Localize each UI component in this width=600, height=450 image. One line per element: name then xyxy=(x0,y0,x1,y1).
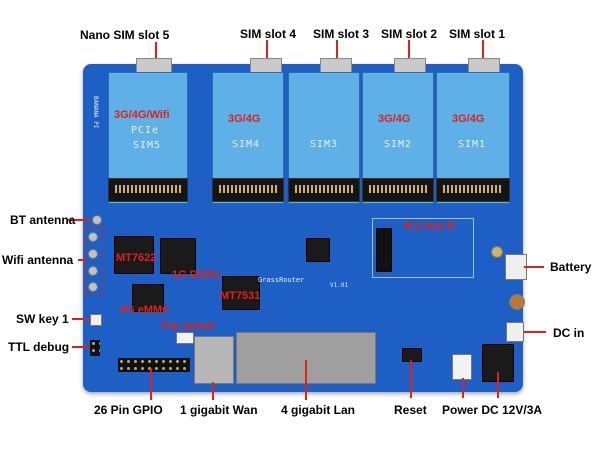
label-dc-in: DC in xyxy=(553,326,585,340)
pointer-sim1 xyxy=(482,40,484,58)
card3-sim-text: SIM3 xyxy=(310,139,339,150)
card4-sim-text: SIM4 xyxy=(232,139,261,150)
mt7622-label: MT7622 xyxy=(116,252,157,264)
label-sim3: SIM slot 3 xyxy=(313,27,370,41)
card1-sim-text: SIM1 xyxy=(458,139,487,150)
pointer-sim4 xyxy=(266,40,268,58)
wan-port xyxy=(194,336,234,384)
pointer-power xyxy=(462,378,464,398)
pcie-slot-3 xyxy=(288,178,360,202)
ddr3-label: 1G DDR3 xyxy=(172,269,220,281)
label-sim4: SIM slot 4 xyxy=(240,27,297,41)
label-ttl-debug: TTL debug xyxy=(8,340,70,354)
label-sim2: SIM slot 2 xyxy=(381,27,438,41)
ttl-debug-header xyxy=(90,340,100,356)
brand-text: GrassRouter xyxy=(258,276,305,284)
card5-red-text: 3G/4G/Wifi xyxy=(114,109,170,121)
pointer-battery xyxy=(524,266,544,268)
pointer-dc xyxy=(497,372,499,398)
emmc-label: 8G eMMC xyxy=(120,304,171,316)
pointer-sw xyxy=(72,318,90,320)
fan-connector xyxy=(176,332,194,344)
misc-chip xyxy=(306,238,330,262)
pointer-reset xyxy=(410,360,412,398)
power-switch xyxy=(452,354,472,380)
pointer-sim3 xyxy=(336,40,338,58)
label-power: Power DC 12V/3A xyxy=(442,403,543,417)
pointer-sim2 xyxy=(408,40,410,58)
wifi-antenna-2 xyxy=(88,249,98,259)
card1-red-text: 3G/4G xyxy=(452,113,485,125)
pointer-dcin xyxy=(524,331,546,333)
bt-antenna-connector xyxy=(92,215,102,225)
label-sim1: SIM slot 1 xyxy=(449,27,506,41)
pointer-wan xyxy=(212,382,214,400)
pointer-lan xyxy=(305,360,307,400)
card5-sim-text: SIM5 xyxy=(133,140,162,151)
m2-connector xyxy=(376,228,392,272)
m2-screw xyxy=(491,246,503,258)
dc-jack xyxy=(482,344,514,382)
wifi-antenna-4 xyxy=(88,282,98,292)
label-bt-antenna: BT antenna xyxy=(10,213,76,227)
mt7531-label: MT7531 xyxy=(220,290,261,302)
mt7531-chip xyxy=(222,276,260,310)
label-sw-key: SW key 1 xyxy=(16,312,69,326)
fan-power-label: Fan power xyxy=(161,320,217,332)
wifi-antenna-3 xyxy=(88,266,98,276)
wifi-antenna-bracket xyxy=(84,226,104,296)
label-wifi-antenna: Wifi antenna xyxy=(2,253,74,267)
pointer-gpio xyxy=(150,368,152,400)
gpio-header xyxy=(118,358,190,372)
card2-sim-text: SIM2 xyxy=(384,139,413,150)
dc-in-connector xyxy=(506,322,524,342)
card5-pcie-text: PCIe xyxy=(131,125,160,136)
pointer-sim5 xyxy=(155,42,157,58)
wifi-antenna-1 xyxy=(88,232,98,242)
pcie-slot-2 xyxy=(362,178,434,202)
m2-slot xyxy=(372,218,474,278)
label-wan: 1 gigabit Wan xyxy=(180,403,258,417)
emmc-chip xyxy=(132,284,164,312)
version-text: V1.01 xyxy=(330,282,349,289)
pcie-slot-4 xyxy=(212,178,284,202)
label-reset: Reset xyxy=(394,403,427,417)
label-nano-sim5: Nano SIM slot 5 xyxy=(80,28,170,42)
sw-key-button xyxy=(90,314,102,326)
m2-label: M.2 key B xyxy=(404,220,455,232)
pointer-ttl xyxy=(72,346,90,348)
pcie-slot-5 xyxy=(108,178,188,202)
ddr3-chip xyxy=(160,238,196,274)
pointer-bt xyxy=(68,219,90,221)
reset-button xyxy=(402,348,422,362)
mt7622-chip xyxy=(114,236,154,274)
label-lan: 4 gigabit Lan xyxy=(281,403,356,417)
inductor xyxy=(509,294,525,310)
pointer-wifi xyxy=(78,259,86,261)
label-battery: Battery xyxy=(550,260,592,274)
card2-red-text: 3G/4G xyxy=(378,113,411,125)
model-text: BANANA PI xyxy=(92,96,99,129)
pcie-slot-1 xyxy=(436,178,510,202)
label-gpio: 26 Pin GPIO xyxy=(94,403,163,417)
card4-red-text: 3G/4G xyxy=(228,113,261,125)
